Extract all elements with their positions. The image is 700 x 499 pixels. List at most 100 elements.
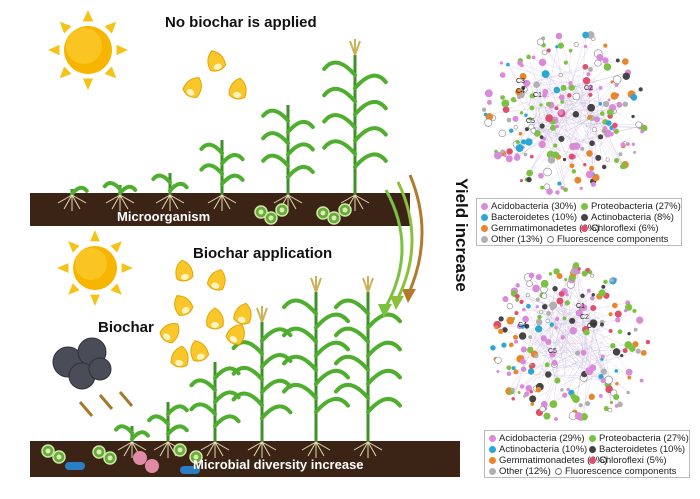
network-edge — [599, 351, 602, 377]
network-node — [584, 400, 591, 407]
network-node — [615, 58, 620, 63]
network-node — [499, 72, 506, 78]
network-node — [633, 327, 638, 332]
network-edge — [542, 309, 639, 352]
network-node — [511, 366, 516, 371]
network-edge — [532, 101, 563, 125]
network-node — [539, 103, 543, 107]
network-node — [530, 127, 537, 134]
network-node — [498, 129, 507, 138]
network-edge — [531, 96, 600, 127]
legend-item: Actinobacteria (8%) — [581, 212, 674, 223]
network-node — [590, 181, 596, 187]
network-node — [511, 397, 515, 401]
network-node — [484, 89, 493, 98]
network-node — [574, 412, 583, 420]
network-node — [556, 297, 564, 305]
network-node — [501, 99, 510, 108]
network-node — [558, 135, 565, 142]
network-edge — [529, 146, 559, 174]
network-edge — [529, 111, 556, 119]
network-edge — [543, 45, 595, 115]
network-edge — [517, 296, 572, 311]
network-edge — [560, 38, 594, 102]
net-bottom-node-label: C3 — [587, 323, 596, 330]
network-node — [622, 348, 628, 354]
network-node — [633, 150, 637, 154]
network-node — [531, 55, 536, 60]
network-edge — [546, 87, 601, 119]
network-node — [538, 58, 547, 67]
network-node — [555, 124, 559, 129]
network-edge — [507, 64, 536, 107]
network-node — [499, 61, 504, 65]
network-node — [540, 185, 545, 190]
corn-seed-icon — [170, 345, 189, 368]
network-node — [587, 114, 592, 120]
network-node — [535, 305, 539, 309]
network-node — [585, 367, 594, 376]
network-node — [524, 323, 530, 329]
network-edge — [560, 112, 597, 146]
network-node — [538, 172, 544, 179]
network-node — [578, 403, 583, 408]
network-node — [600, 368, 607, 375]
network-node — [500, 95, 505, 100]
network-edge — [534, 317, 596, 355]
network-node — [494, 325, 499, 330]
network-node — [558, 94, 565, 101]
network-edge — [554, 342, 614, 394]
network-node — [483, 112, 488, 117]
network-node — [582, 64, 589, 70]
network-node — [518, 332, 527, 340]
network-node — [580, 293, 585, 299]
network-node — [506, 117, 512, 123]
network-node — [526, 280, 533, 287]
network-edge — [553, 363, 577, 405]
legend-dot-icon — [589, 435, 596, 442]
legend-item: Acidobacteria (29%) — [489, 433, 585, 444]
network-node — [602, 126, 608, 132]
network-node — [490, 345, 496, 351]
network-node — [542, 88, 549, 95]
corn-plant-icon — [189, 362, 241, 458]
yield-increase-label: Yield increase — [452, 178, 471, 292]
network-node — [605, 120, 612, 126]
network-node — [605, 157, 610, 162]
network-node — [586, 150, 593, 157]
network-node — [635, 348, 641, 354]
network-node — [627, 331, 631, 336]
network-edge — [485, 102, 586, 115]
network-node — [570, 393, 577, 400]
network-node — [622, 58, 629, 65]
network-edge — [599, 96, 606, 122]
corn-plant-icon — [261, 105, 315, 211]
network-edge — [564, 291, 604, 335]
network-node — [515, 144, 524, 153]
legend-item: Fluorescence components — [547, 234, 668, 245]
network-node — [520, 139, 527, 145]
network-node — [518, 131, 523, 136]
network-node — [513, 125, 518, 130]
network-edge — [597, 348, 612, 403]
legend-dot-icon — [589, 446, 596, 453]
network-node — [549, 351, 556, 358]
microbe-icon — [327, 211, 341, 225]
network-edge — [529, 60, 618, 84]
network-node — [510, 96, 517, 103]
network-node — [564, 300, 570, 306]
network-node — [626, 142, 630, 146]
net-bottom-node-label: C4 — [518, 322, 527, 329]
network-node — [558, 290, 565, 297]
corn-plant-icon — [322, 39, 388, 211]
legend-dot-icon — [489, 468, 496, 475]
network-edge — [504, 329, 553, 360]
network-node — [636, 316, 644, 324]
network-node — [621, 163, 628, 169]
network-node — [526, 169, 534, 177]
network-node — [535, 318, 543, 326]
network-node — [583, 163, 587, 167]
corn-seed-icon — [174, 295, 194, 316]
biochar-arrow-icon — [78, 401, 94, 417]
legend-item: Proteobacteria (27%) — [589, 433, 689, 444]
